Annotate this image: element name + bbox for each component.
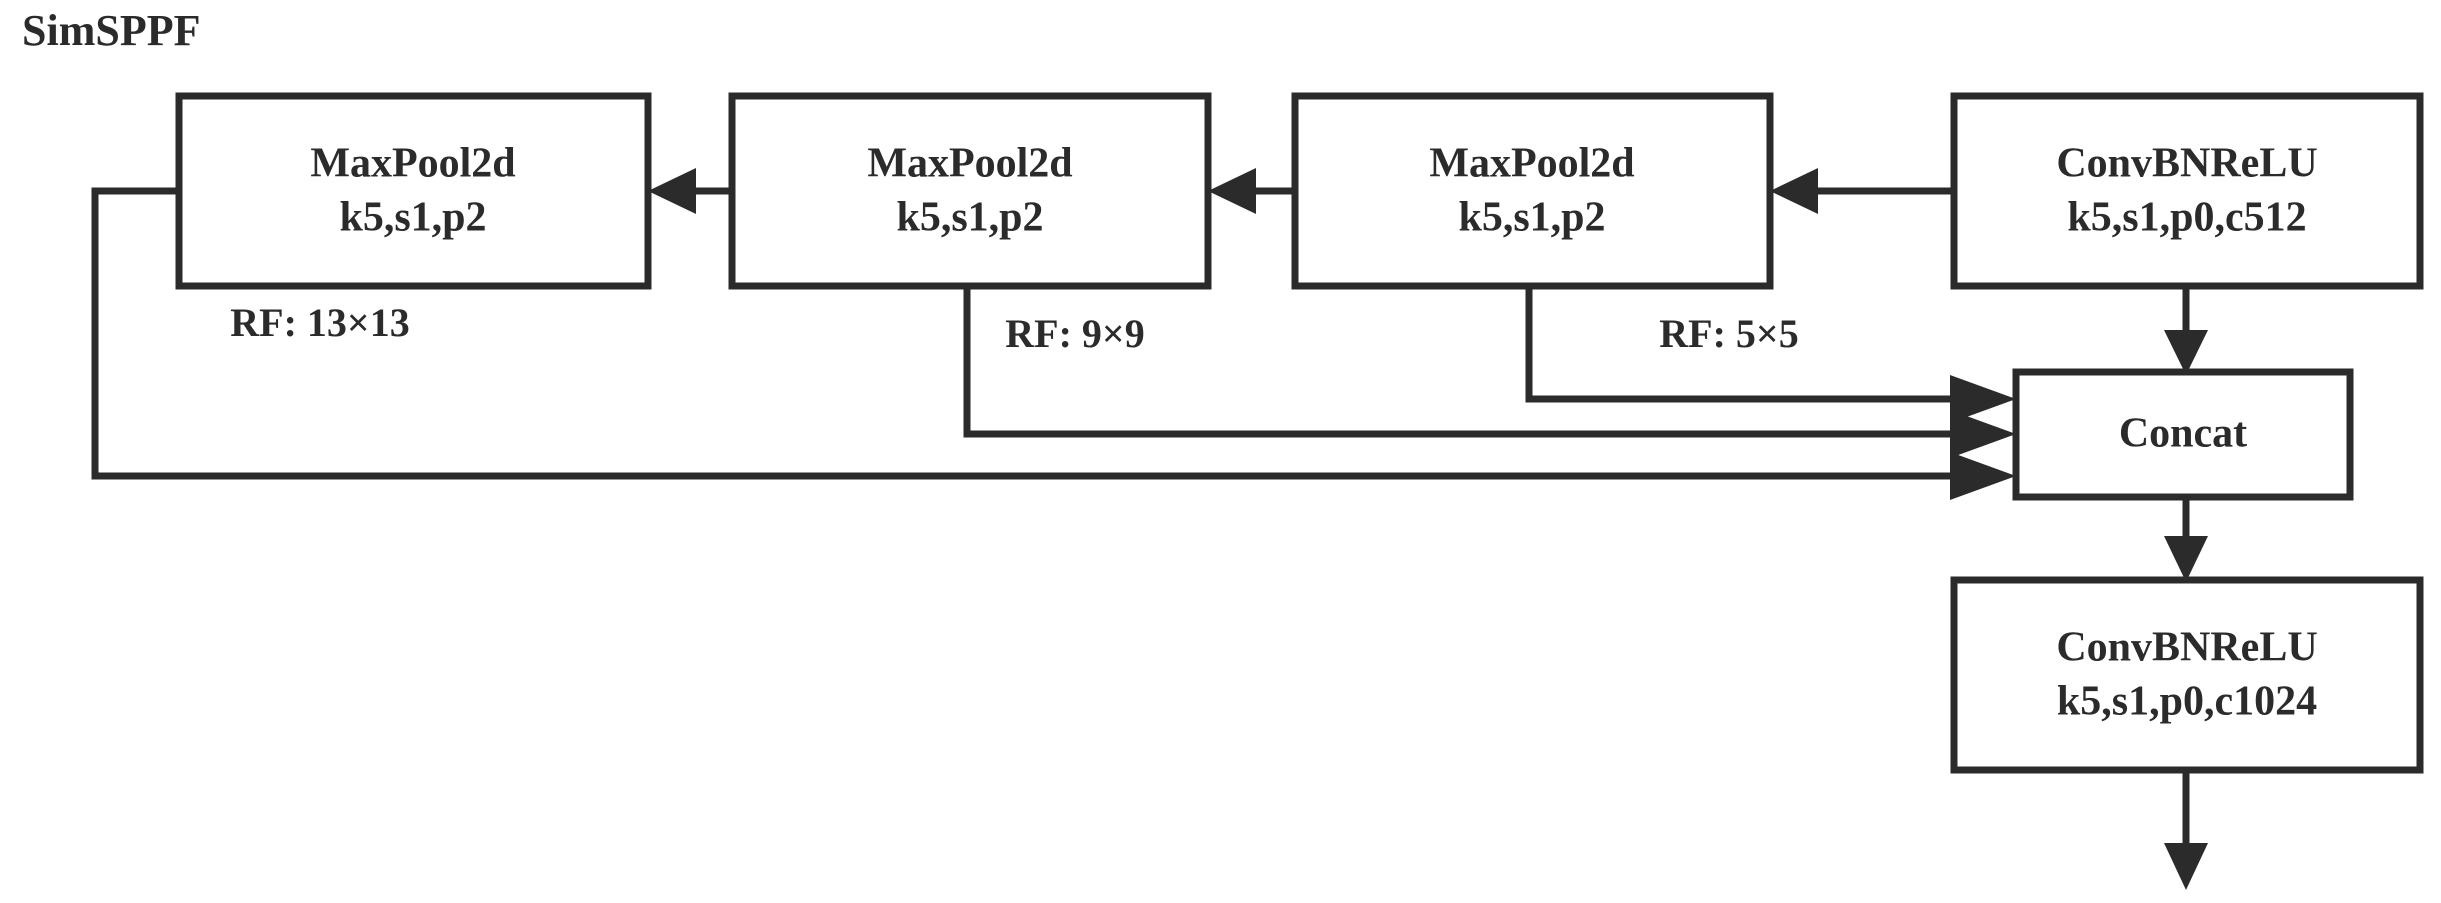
node-concat-label: Concat [2119,411,2247,457]
node-convbnrelu-out[interactable]: ConvBNReLU k5,s1,p0,c1024 [1950,576,2424,774]
arrowhead-into-maxpool1 [1770,168,1818,214]
node-maxpool-3-box[interactable] [175,92,652,290]
arrowhead-concat-inlet-1 [1950,375,2016,423]
node-convbnrelu-out-line2: k5,s1,p0,c1024 [2057,679,2317,725]
arrowhead-into-maxpool2 [1208,168,1256,214]
arrowhead-concat-top [2164,330,2208,375]
node-concat-box[interactable] [2012,368,2354,501]
node-maxpool-2-box[interactable] [728,92,1212,290]
connectors-group [91,168,2208,890]
node-convbnrelu-in-box[interactable] [1950,92,2424,290]
arrowhead-concat-inlet-2 [1950,410,2016,458]
node-convbnrelu-in-line2: k5,s1,p0,c512 [2067,195,2306,241]
rf-label-maxpool-3: RF: 13×13 [230,300,409,345]
edge-maxpool1-to-concat [1525,286,1952,403]
node-convbnrelu-out-line1: ConvBNReLU [2056,625,2317,671]
node-maxpool-2[interactable]: MaxPool2d k5,s1,p2 [728,92,1212,290]
edge-maxpool3-to-concat [91,187,1952,480]
arrowhead-output [2164,843,2208,890]
node-convbnrelu-out-box[interactable] [1950,576,2424,774]
node-convbnrelu-in-line1: ConvBNReLU [2056,141,2317,187]
page-title: SimSPPF [22,6,200,55]
node-maxpool-3-line1: MaxPool2d [310,141,515,187]
edge-maxpool2-to-concat [963,286,1952,438]
node-maxpool-1-line1: MaxPool2d [1429,141,1634,187]
node-maxpool-1[interactable]: MaxPool2d k5,s1,p2 [1291,92,1774,290]
node-maxpool-2-line1: MaxPool2d [867,141,1072,187]
arrowhead-concat-inlet-3 [1950,452,2016,500]
node-maxpool-2-line2: k5,s1,p2 [896,195,1043,241]
node-maxpool-1-box[interactable] [1291,92,1774,290]
rf-label-maxpool-1: RF: 5×5 [1659,311,1798,356]
node-concat[interactable]: Concat [2012,368,2354,501]
node-convbnrelu-in[interactable]: ConvBNReLU k5,s1,p0,c512 [1950,92,2424,290]
node-maxpool-1-line2: k5,s1,p2 [1458,195,1605,241]
arrowhead-into-maxpool3 [648,168,696,214]
rf-label-maxpool-2: RF: 9×9 [1005,311,1144,356]
arrowhead-convout-top [2164,536,2208,582]
node-maxpool-3[interactable]: MaxPool2d k5,s1,p2 [175,92,652,290]
node-maxpool-3-line2: k5,s1,p2 [339,195,486,241]
